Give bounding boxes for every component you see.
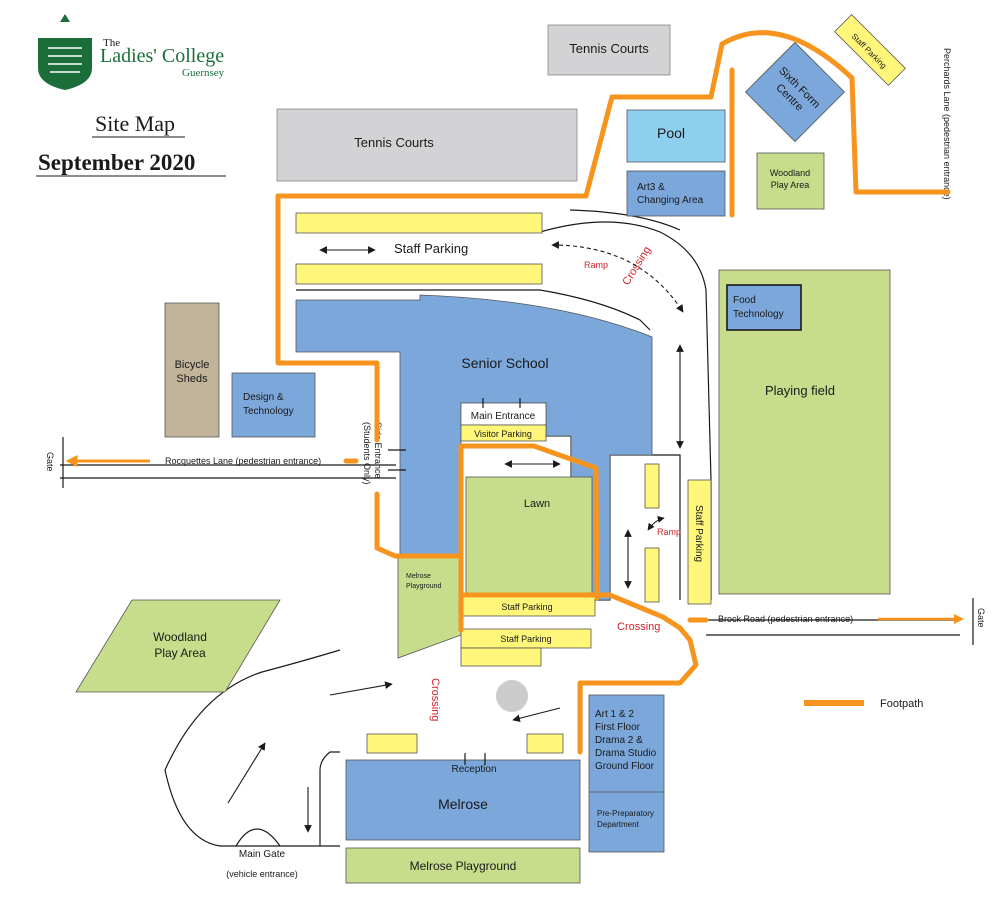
bicycle-label-2: Sheds — [176, 373, 208, 385]
art-block-label-3: Drama 2 & — [595, 735, 643, 746]
sixth-form-centre: Sixth Form Centre — [744, 41, 846, 143]
reception-label: Reception — [451, 764, 496, 775]
visitor-parking-label: Visitor Parking — [474, 429, 532, 439]
art3-label-2: Changing Area — [637, 195, 704, 206]
footpath-legend-label: Footpath — [880, 698, 923, 710]
melrose-playground-label: Melrose Playground — [410, 859, 517, 873]
food-technology — [726, 284, 802, 331]
vehicle-entrance-label: (vehicle entrance) — [226, 869, 298, 879]
bicycle-label-1: Bicycle — [175, 359, 210, 371]
art-block-label-2: First Floor — [595, 722, 641, 733]
art-block-label-5: Ground Floor — [595, 761, 655, 772]
design-label-2: Technology — [243, 406, 294, 417]
playing-field-label: Playing field — [765, 383, 835, 398]
prep-label-1: Pre-Preparatory — [597, 809, 654, 818]
melrose-parking-1 — [366, 733, 418, 754]
staff-parking-top-label: Staff Parking — [394, 241, 468, 256]
rocquettes-lane-label: Rocquettes Lane (pedestrian entrance) — [165, 456, 321, 466]
lawn-label: Lawn — [524, 498, 550, 510]
art-drama-block — [588, 694, 665, 853]
perchards-lane-label: Perchards Lane (pedestrian entrance) — [942, 48, 952, 200]
side-entrance-label-2: (Students Only) — [362, 422, 372, 485]
senior-school-label: Senior School — [461, 355, 548, 371]
roundabout-icon — [496, 680, 528, 712]
melrose-pg-small-label-2: Playground — [406, 583, 442, 590]
woodland-small-label-2: Play Area — [771, 180, 810, 190]
design-technology — [231, 372, 316, 438]
tennis-courts-large-label: Tennis Courts — [354, 135, 434, 150]
college-logo: The Ladies' College Guernsey — [38, 14, 225, 90]
main-gate-arch-icon — [235, 828, 281, 847]
parking-bay-mid-2 — [644, 547, 660, 603]
lawn — [465, 476, 593, 598]
map-title: Site Map — [95, 111, 175, 136]
staff-parking-lower-1-label: Staff Parking — [501, 602, 552, 612]
logo-the: The — [103, 37, 120, 49]
bicycle-sheds — [164, 302, 220, 438]
main-gate-label: Main Gate — [239, 849, 286, 860]
crossing-top-label: Crossing — [620, 244, 653, 287]
staff-parking-top-bay-2 — [295, 263, 543, 285]
art3-changing-area — [626, 170, 726, 217]
parking-bay-mid-1 — [644, 463, 660, 509]
melrose-parking-2 — [526, 733, 564, 754]
tennis-courts-large — [276, 108, 578, 182]
art-block-label-1: Art 1 & 2 — [595, 709, 634, 720]
staff-parking-vertical — [687, 479, 712, 605]
crossing-mid-label: Crossing — [617, 621, 660, 633]
crossing-bottom-label: Crossing — [429, 678, 441, 721]
visitor-parking — [460, 424, 547, 442]
crest-top-icon — [60, 14, 70, 22]
tennis-courts-small — [547, 24, 671, 76]
melrose-building — [345, 759, 581, 841]
staff-parking-top-bay-1 — [295, 212, 543, 234]
gate-left-label: Gate — [45, 452, 55, 472]
staff-parking-lower-2-label: Staff Parking — [500, 634, 551, 644]
staff-parking-lower-3 — [460, 647, 542, 667]
art3-label-1: Art3 & — [637, 182, 665, 193]
art-block-label-4: Drama Studio — [595, 748, 657, 759]
main-entrance-label: Main Entrance — [471, 411, 536, 422]
pool — [626, 109, 726, 163]
prep-label-2: Department — [597, 820, 640, 829]
food-tech-label-1: Food — [733, 295, 756, 306]
footpaths — [275, 30, 951, 755]
woodland-large-label-1: Woodland — [153, 630, 207, 644]
brock-road-label: Brock Road (pedestrian entrance) — [718, 614, 853, 624]
logo-name: Ladies' College — [100, 45, 224, 67]
woodland-play-area-small — [756, 152, 825, 210]
pool-label: Pool — [657, 125, 685, 141]
ramp-top-label: Ramp — [584, 260, 608, 270]
tennis-courts-small-label: Tennis Courts — [569, 41, 649, 56]
woodland-small-label-1: Woodland — [770, 168, 810, 178]
melrose-playground — [345, 847, 581, 884]
woodland-large-label-2: Play Area — [154, 646, 206, 660]
design-label-1: Design & — [243, 392, 284, 403]
ramp-mid-label: Ramp — [657, 527, 681, 537]
woodland-play-area-large — [75, 599, 281, 693]
staff-parking-vertical-label: Staff Parking — [693, 505, 704, 562]
crest-leaves-icon — [48, 47, 82, 73]
map-date: September 2020 — [38, 150, 195, 175]
food-tech-label-2: Technology — [733, 309, 784, 320]
melrose-label: Melrose — [438, 796, 488, 812]
logo-place: Guernsey — [182, 67, 225, 79]
side-entrance-label-1: Side Entrance — [373, 422, 383, 479]
gate-right-label: Gate — [976, 608, 986, 628]
melrose-playground-small — [397, 554, 462, 659]
melrose-pg-small-label-1: Melrose — [406, 573, 431, 580]
